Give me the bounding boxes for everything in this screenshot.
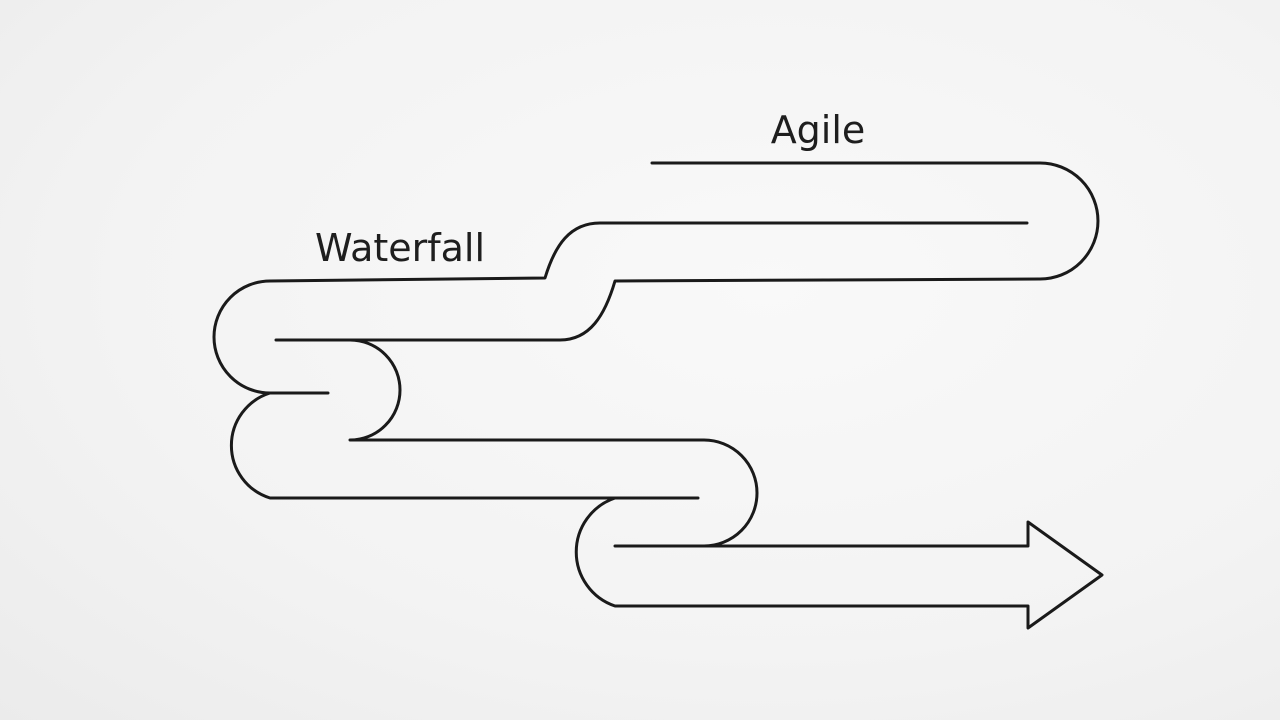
band-outer-edge xyxy=(212,161,1104,630)
waterfall-label: Waterfall xyxy=(315,226,485,270)
agile-label: Agile xyxy=(771,108,866,152)
winding-band xyxy=(212,161,1104,630)
